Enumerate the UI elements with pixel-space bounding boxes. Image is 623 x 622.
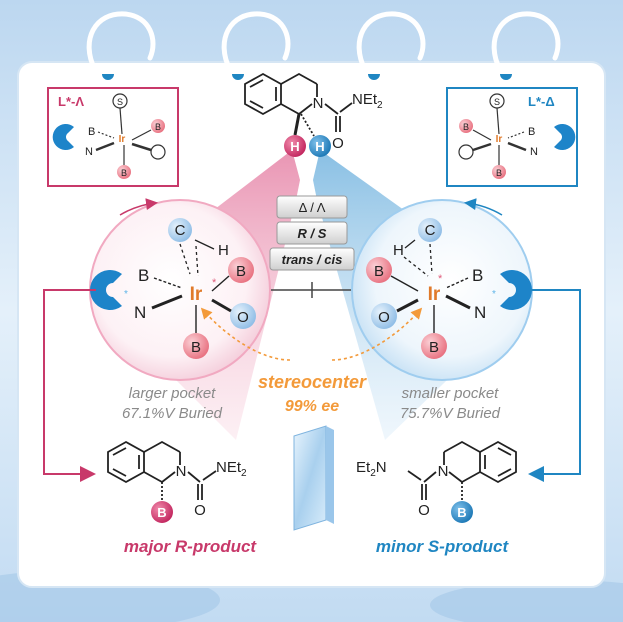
right-catalyst-box: L*-Δ S B N Ir B B [446, 87, 578, 187]
right-product-o: O [418, 502, 430, 519]
right-n: N [474, 303, 486, 322]
ring-holes [102, 74, 512, 80]
left-product-label: major R-product [124, 537, 258, 556]
left-b3: B [191, 339, 201, 356]
left-b1: B [138, 266, 149, 285]
right-box-ir: Ir [496, 134, 503, 145]
substrate-structure [244, 72, 353, 137]
substrate-n: N [313, 95, 324, 112]
left-complex: C H * B N Ir * B O B [89, 198, 271, 381]
right-product-b: B [457, 505, 466, 520]
left-pocket-line2: 67.1%V Buried [122, 405, 223, 422]
left-c: C [175, 222, 186, 239]
left-h: H [218, 242, 229, 259]
right-product-label: minor S-product [376, 537, 510, 556]
right-b2: B [374, 263, 384, 280]
left-ir-star: * [212, 277, 217, 289]
left-box-ligand-icon [52, 124, 74, 150]
right-ir: Ir [428, 284, 441, 305]
right-product-structure [407, 440, 517, 500]
pink-h-label: H [290, 139, 299, 154]
substrate-o: O [332, 135, 344, 152]
right-ir-star: * [438, 273, 443, 285]
right-box-b: B [528, 126, 535, 138]
left-ligand-star: * [124, 289, 128, 300]
substrate-net2: NEt2 [352, 91, 383, 111]
left-box-b2: B [155, 122, 161, 132]
left-product-n: N [176, 463, 187, 480]
blue-hydrogen-ball [309, 135, 331, 157]
left-product-o: O [194, 502, 206, 519]
left-o: O [237, 309, 249, 326]
right-ligand-star: * [492, 289, 496, 300]
main-card [17, 61, 606, 588]
orange-arrow-right [331, 307, 423, 361]
left-ir: Ir [190, 284, 203, 305]
right-box-s: S [494, 97, 500, 107]
right-complex: C H B O B Ir * B N * [351, 198, 533, 381]
right-ligand-icon [500, 270, 532, 310]
right-o: O [378, 309, 390, 326]
left-product-structure [107, 440, 217, 500]
binder-rings [86, 11, 561, 73]
right-pocket-line1: smaller pocket [402, 385, 500, 402]
right-box-label: L*-Δ [528, 94, 555, 109]
ee-label: 99% ee [285, 398, 339, 415]
right-pocket-line2: 75.7%V Buried [400, 405, 501, 422]
pink-hydrogen-ball [284, 135, 306, 157]
left-box-n: N [85, 146, 93, 158]
selector-tabs: Δ / Λ R / S trans / cis [262, 195, 362, 298]
right-box-b3: B [496, 168, 502, 178]
right-product-n: N [438, 463, 449, 480]
right-path-arrow [528, 289, 581, 482]
left-pocket-line1: larger pocket [129, 385, 217, 402]
left-box-b3: B [121, 168, 127, 178]
right-box-ligand-icon [554, 124, 576, 150]
mirror-plane [293, 425, 334, 531]
right-box-n: N [530, 146, 538, 158]
right-h: H [393, 242, 404, 259]
selector-trans-cis: trans / cis [282, 252, 343, 267]
right-b1: B [472, 266, 483, 285]
right-product-et2n: Et2N [356, 459, 387, 479]
left-box-s: S [117, 97, 123, 107]
left-box-b: B [88, 126, 95, 138]
selector-delta-lambda: Δ / Λ [299, 200, 326, 215]
right-b3: B [429, 339, 439, 356]
left-b2: B [236, 263, 246, 280]
left-box-label: L*-Λ [58, 94, 84, 109]
left-box-ir: Ir [119, 134, 126, 145]
stereocenter-label: stereocenter [258, 372, 367, 392]
left-ligand-icon [90, 270, 122, 310]
right-c: C [425, 222, 436, 239]
left-product-net2: NEt2 [216, 459, 247, 479]
left-catalyst-box: L*-Λ S B N Ir B B [47, 87, 179, 187]
left-product-b: B [157, 505, 166, 520]
right-box-b2: B [463, 122, 469, 132]
left-path-arrow [43, 289, 96, 482]
blue-h-label: H [315, 139, 324, 154]
selector-r-s: R / S [298, 226, 327, 241]
orange-arrow-left [200, 307, 291, 361]
left-n: N [134, 303, 146, 322]
